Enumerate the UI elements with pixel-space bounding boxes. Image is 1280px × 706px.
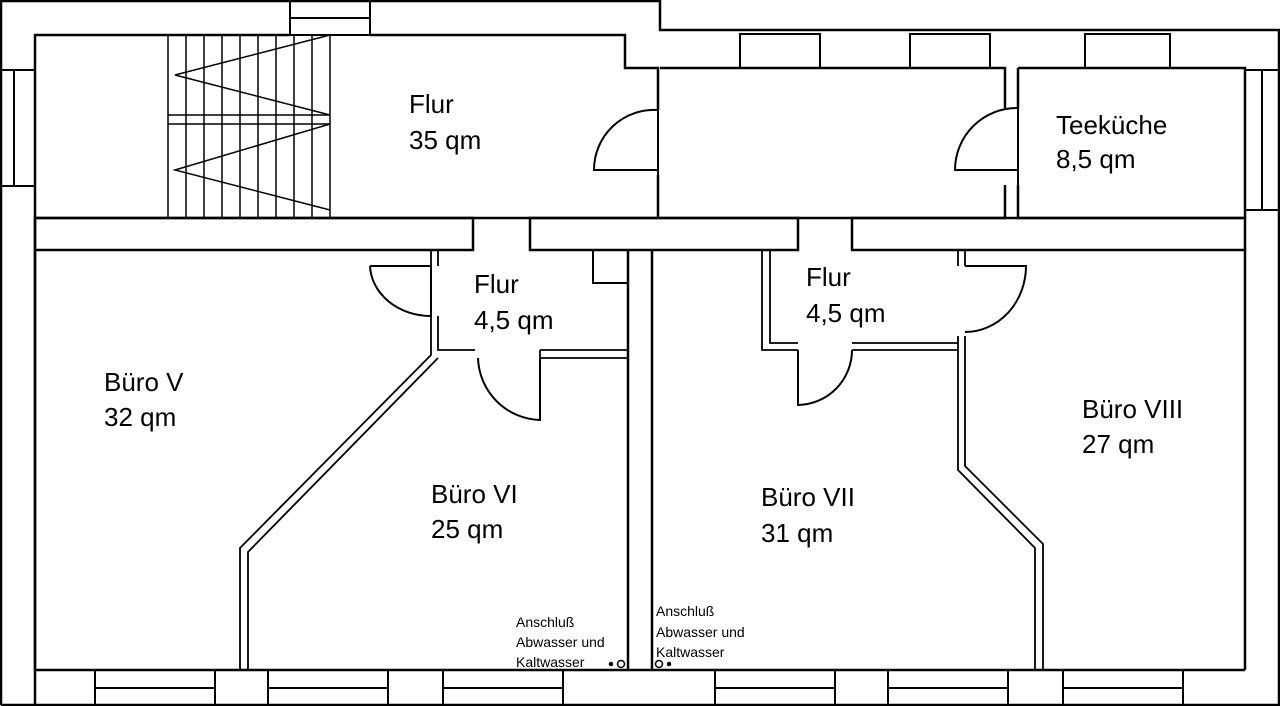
room-name-buero-vi: Büro VI bbox=[431, 479, 518, 509]
bottom-windows bbox=[94, 669, 1184, 706]
note-right-line-2: Abwasser und bbox=[656, 624, 745, 640]
note-right-line-1: Anschluß bbox=[656, 603, 714, 619]
room-area-buero-v: 32 qm bbox=[104, 402, 176, 432]
room-name-teekueche: Teeküche bbox=[1056, 110, 1167, 140]
right-window bbox=[1245, 69, 1279, 211]
lower-walls bbox=[33, 250, 1247, 672]
room-area-buero-vi: 25 qm bbox=[431, 514, 503, 544]
room-name-buero-vii: Büro VII bbox=[761, 482, 855, 512]
left-subhall-walls bbox=[239, 250, 628, 670]
room-name-buero-viii: Büro VIII bbox=[1082, 394, 1183, 424]
room-area-buero-viii: 27 qm bbox=[1082, 429, 1154, 459]
top-right-windows bbox=[739, 33, 1171, 69]
room-area-teekueche: 8,5 qm bbox=[1056, 144, 1136, 174]
staircase-icon bbox=[167, 34, 331, 219]
note-right-line-3: Kaltwasser bbox=[656, 644, 725, 660]
room-area-flur-left: 4,5 qm bbox=[474, 305, 554, 335]
room-area-flur-right: 4,5 qm bbox=[806, 298, 886, 328]
room-name-flur-left: Flur bbox=[474, 269, 519, 299]
top-window-notch bbox=[289, 0, 371, 36]
middle-walls bbox=[33, 216, 1247, 252]
small-closet bbox=[592, 250, 628, 284]
right-subhall-walls bbox=[761, 250, 1044, 670]
door-swing-icon bbox=[369, 106, 1028, 422]
room-area-buero-vii: 31 qm bbox=[761, 518, 833, 548]
left-window bbox=[1, 69, 35, 187]
note-left-line-1: Anschluß bbox=[516, 614, 574, 630]
room-name-flur-main: Flur bbox=[409, 89, 454, 119]
note-left-line-2: Abwasser und bbox=[516, 634, 605, 650]
room-name-flur-right: Flur bbox=[806, 262, 851, 292]
note-left-line-3: Kaltwasser bbox=[516, 654, 585, 670]
room-area-flur-main: 35 qm bbox=[409, 125, 481, 155]
water-connection-icon bbox=[608, 659, 672, 669]
room-name-buero-v: Büro V bbox=[104, 367, 184, 397]
